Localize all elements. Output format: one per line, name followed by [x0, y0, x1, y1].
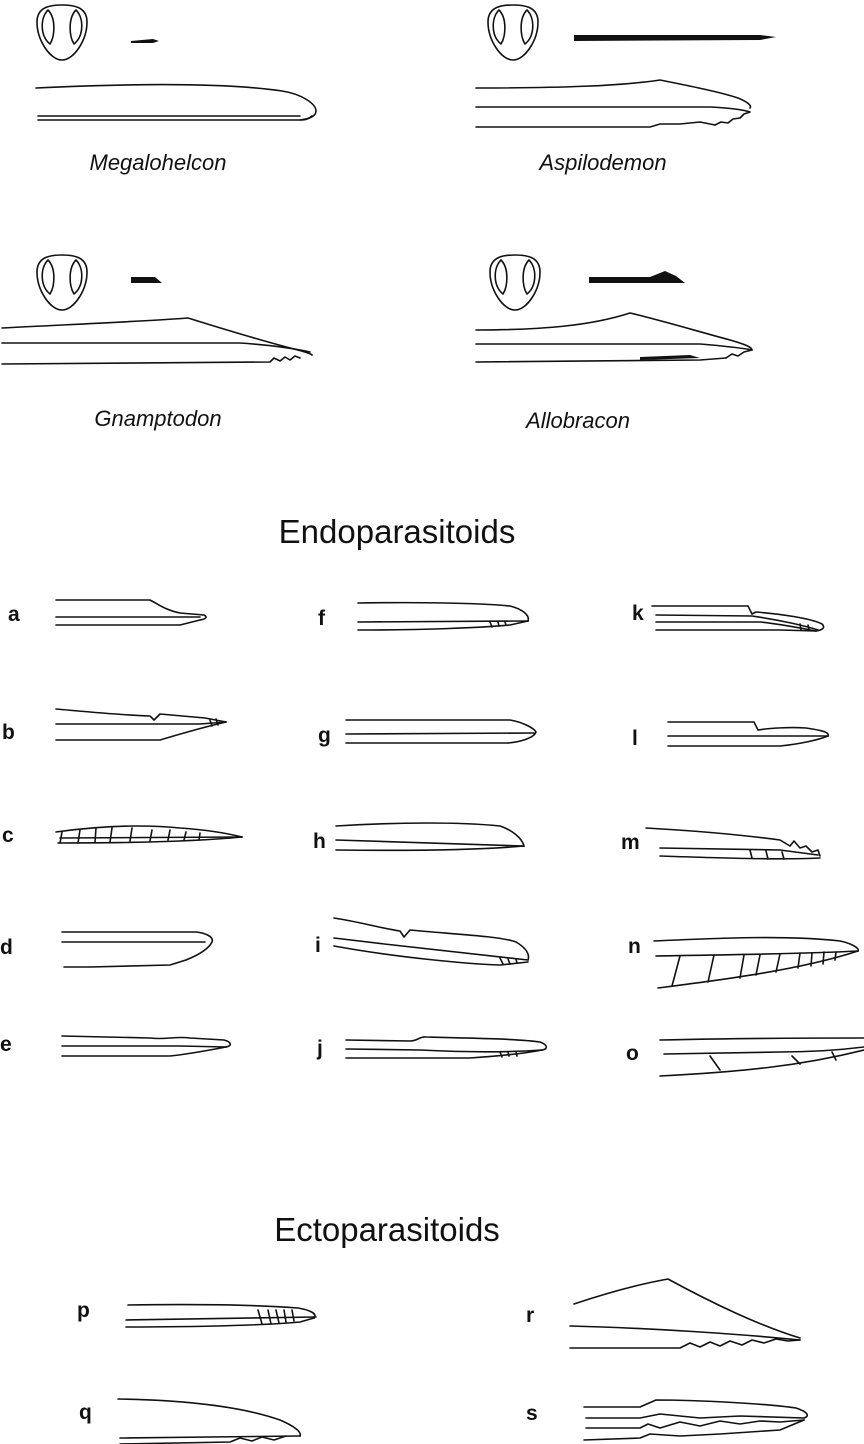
ovipositor-f: [358, 603, 528, 630]
panel-gnamptodon: Gnamptodon: [2, 255, 312, 431]
scale-bar: [131, 39, 159, 43]
ovipositor-gnamptodon: [2, 318, 312, 364]
panel-label-k: k: [632, 602, 644, 625]
ovipositor-aspilodemon: [476, 80, 751, 127]
panel-label-l: l: [632, 727, 638, 750]
scale-bar: [574, 35, 776, 41]
head-icon: [488, 5, 538, 60]
genus-label-aspilodemon: Aspilodemon: [537, 150, 666, 175]
panel-allobracon: Allobracon: [476, 255, 752, 433]
ovipositor-b: [56, 709, 226, 740]
ovipositor-n: [654, 938, 858, 988]
ovipositor-k: [652, 606, 824, 631]
scale-bar: [589, 271, 685, 283]
ovipositor-g: [346, 720, 536, 743]
panel-label-n: n: [628, 935, 641, 958]
panel-label-b: b: [2, 721, 15, 744]
ovipositor-i: [334, 918, 529, 965]
panel-label-h: h: [313, 830, 326, 853]
section-title-endoparasitoids: Endoparasitoids: [279, 513, 516, 550]
ovipositor-allobracon: [476, 313, 752, 362]
ovipositor-d: [62, 932, 212, 967]
genus-label-allobracon: Allobracon: [524, 408, 630, 433]
genus-label-megalohelcon: Megalohelcon: [90, 150, 227, 175]
ovipositor-r: [570, 1279, 800, 1348]
panel-aspilodemon: Aspilodemon: [476, 5, 776, 175]
panel-label-e: e: [0, 1033, 12, 1056]
ovipositor-o: [660, 1038, 864, 1076]
panel-label-g: g: [318, 724, 331, 747]
panel-label-p: p: [77, 1299, 90, 1322]
panel-label-r: r: [526, 1304, 534, 1327]
panel-label-s: s: [526, 1402, 538, 1425]
ovipositor-p: [126, 1305, 316, 1327]
ovipositor-a: [56, 600, 206, 625]
panel-label-m: m: [621, 831, 640, 854]
panel-label-i: i: [315, 934, 321, 957]
ovipositor-e: [62, 1036, 230, 1056]
panel-label-c: c: [2, 824, 14, 847]
head-icon: [490, 255, 540, 310]
ovipositor-l: [668, 722, 828, 746]
ovipositor-m: [646, 828, 820, 859]
scale-bar: [131, 277, 162, 283]
panel-label-f: f: [318, 607, 326, 630]
ovipositor-megalohelcon: [36, 85, 316, 120]
panel-label-j: j: [316, 1037, 323, 1060]
genus-label-gnamptodon: Gnamptodon: [94, 406, 221, 431]
ovipositor-c: [56, 826, 242, 843]
ovipositor-j: [346, 1037, 546, 1058]
panel-label-d: d: [0, 936, 13, 959]
section-title-ectoparasitoids: Ectoparasitoids: [274, 1211, 500, 1248]
ovipositor-s: [584, 1400, 807, 1440]
panel-label-a: a: [8, 603, 20, 626]
ovipositor-q: [118, 1399, 300, 1444]
head-icon: [37, 5, 87, 60]
panel-megalohelcon: Megalohelcon: [36, 5, 316, 175]
head-icon: [37, 255, 87, 310]
panel-label-q: q: [79, 1401, 92, 1424]
ovipositor-h: [336, 823, 524, 850]
panel-label-o: o: [626, 1042, 639, 1065]
